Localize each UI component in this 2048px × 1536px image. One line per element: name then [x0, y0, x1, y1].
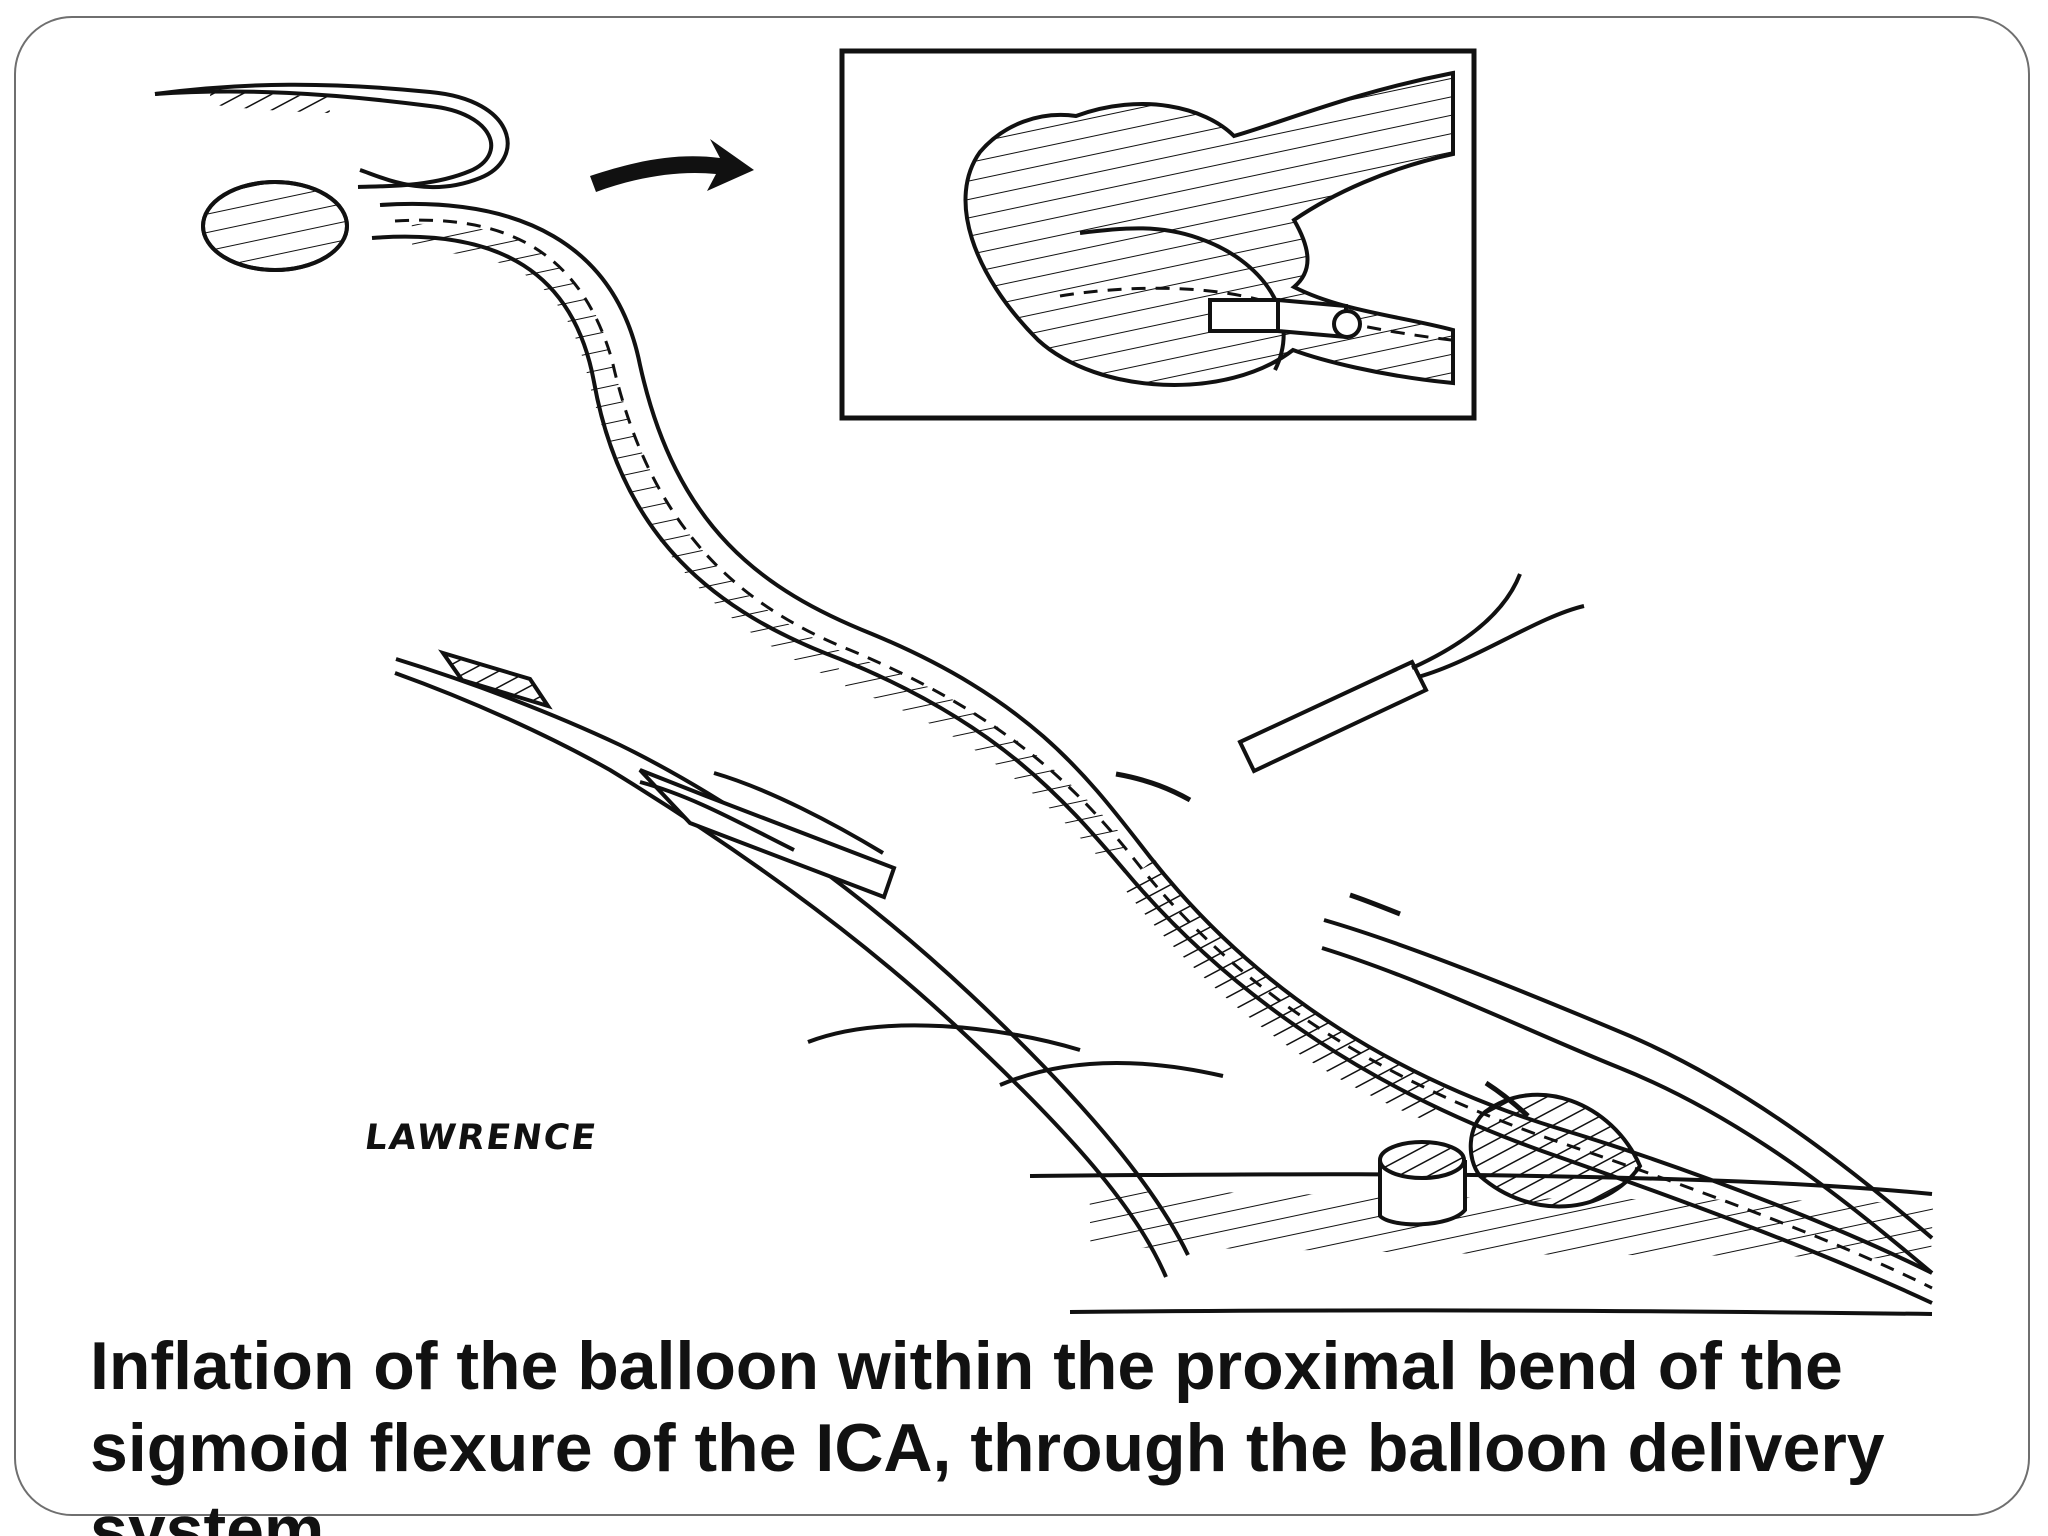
slide-caption: Inflation of the balloon within the prox…	[90, 1328, 1885, 1536]
slide-frame	[14, 16, 2030, 1516]
artist-signature: LAWRENCE	[362, 1118, 600, 1158]
